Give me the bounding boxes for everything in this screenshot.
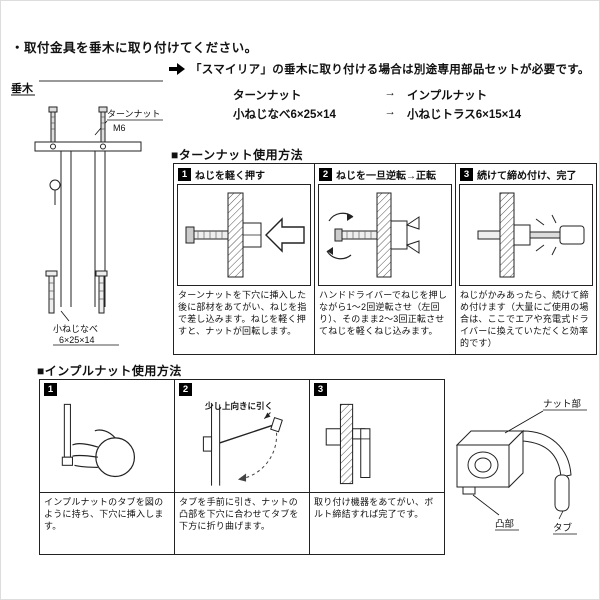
turnnut-steps: 1 ねじを軽く押す ターンナットを下穴に挿入した後に部材をあてがい、ねじを指で差…	[173, 163, 597, 355]
implnut-step3-illustration	[312, 398, 442, 492]
tab-label: タブ	[553, 522, 573, 534]
turnnut-size-label: M6	[113, 123, 126, 133]
note-arrow-icon	[169, 63, 185, 75]
conversion-to: 小ねじトラス6×15×14	[407, 109, 522, 121]
step-description: ターンナットを下穴に挿入した後に部材をあてがい、ねじを指で差し込みます。ねじを軽…	[178, 290, 307, 336]
implnut-part-diagram: ナット部 凸部 タブ	[447, 393, 597, 555]
implnut-step1-illustration	[42, 398, 172, 492]
step-number: 3	[460, 168, 473, 181]
turnnut-step-3: 3 続けて締め付け、完了 ねじがかみあったら、続けて締め付けます（大量にご使用の…	[455, 163, 597, 355]
step-description: インプルナットのタブを図のように持ち、下穴に挿入します。	[40, 492, 174, 554]
conversion-arrow: →	[384, 87, 396, 99]
stud-label: 垂木	[11, 81, 34, 95]
step-heading: ねじを一旦逆転→正転	[336, 171, 436, 182]
nut-part-label: ナット部	[543, 398, 581, 410]
step-heading: ねじを軽く押す	[195, 171, 265, 182]
turnnut-step-2: 2 ねじを一旦逆転→正転	[314, 163, 456, 355]
step2-illustration	[318, 184, 452, 286]
step1-illustration	[177, 184, 311, 286]
step-number: 1	[44, 383, 57, 396]
step3-illustration	[459, 184, 593, 286]
stud-diagram: 垂木 ターンナット M6	[9, 75, 171, 351]
step-header: 1	[40, 380, 174, 398]
screw-size-label: 6×25×14	[59, 335, 95, 345]
step-description: ハンドドライバーでねじを押しながら1〜2回逆転させ（左回り）、そのまま2〜3回正…	[319, 290, 448, 336]
implnut-step-1: 1 インプルナットのタブを図のように持ち、下穴に挿入します。	[39, 379, 175, 555]
step-description: タブを手前に引き、ナットの凸部を下穴に合わせてタブを下方に折り曲げます。	[175, 492, 309, 554]
step-header: 2 ねじを一旦逆転→正転	[315, 164, 455, 184]
conversion-from: ターンナット	[233, 90, 302, 102]
turnnut-label: ターンナット	[107, 109, 161, 119]
step-heading: 続けて締め付け、完了	[477, 171, 577, 182]
screw-label: 小ねじなべ	[53, 324, 98, 334]
step-header: 3	[310, 380, 444, 398]
stud-diagram-drawing: 垂木 ターンナット M6	[11, 80, 163, 346]
step-number: 3	[314, 383, 327, 396]
implnut-step2-illustration: 少し上向きに引く	[177, 398, 307, 492]
step-number: 1	[178, 168, 191, 181]
note: 「スマイリア」の垂木に取り付ける場合は別途専用部品セットが必要です。	[169, 61, 590, 77]
step-header: 2	[175, 380, 309, 398]
conversion-arrow: →	[384, 106, 396, 118]
implnut-steps: 1 インプルナットのタブを図のように持ち、下穴に挿入します。 2 少し上向きに引…	[39, 379, 445, 555]
step-description: ねじがかみあったら、続けて締め付けます（大量にご使用の場合は、ここでエアや充電式…	[460, 290, 589, 348]
conversion-from: 小ねじなべ6×25×14	[233, 109, 336, 121]
step-description: 取り付け機器をあてがい、ボルト締結すれば完了です。	[310, 492, 444, 554]
step-number: 2	[179, 383, 192, 396]
turnnut-section-title: ■ターンナット使用方法	[171, 148, 304, 162]
conversion-to: インプルナット	[407, 90, 488, 102]
turnnut-step-1: 1 ねじを軽く押す ターンナットを下穴に挿入した後に部材をあてがい、ねじを指で差…	[173, 163, 315, 355]
implnut-step-3: 3 取り付け機器をあてがい、ボルト締結すれば完了です。	[309, 379, 445, 555]
pull-upward-callout: 少し上向きに引く	[205, 401, 274, 411]
note-text: 「スマイリア」の垂木に取り付ける場合は別途専用部品セットが必要です。	[190, 64, 590, 76]
implnut-part-drawing: ナット部 凸部 タブ	[455, 398, 587, 535]
bump-label: 凸部	[495, 518, 514, 530]
step-header: 1 ねじを軽く押す	[174, 164, 314, 184]
intro-text: ・取付金具を垂木に取り付けてください。	[11, 41, 258, 55]
implnut-step-2: 2 少し上向きに引く タブを手前に引き、ナットの凸部を下穴に合わせてタブを下方に…	[174, 379, 310, 555]
step-number: 2	[319, 168, 332, 181]
conversion-table: ターンナット → インプルナット 小ねじなべ6×25×14 → 小ねじトラス6×…	[233, 87, 583, 122]
step-header: 3 続けて締め付け、完了	[456, 164, 596, 184]
implnut-section-title: ■インプルナット使用方法	[37, 364, 182, 378]
